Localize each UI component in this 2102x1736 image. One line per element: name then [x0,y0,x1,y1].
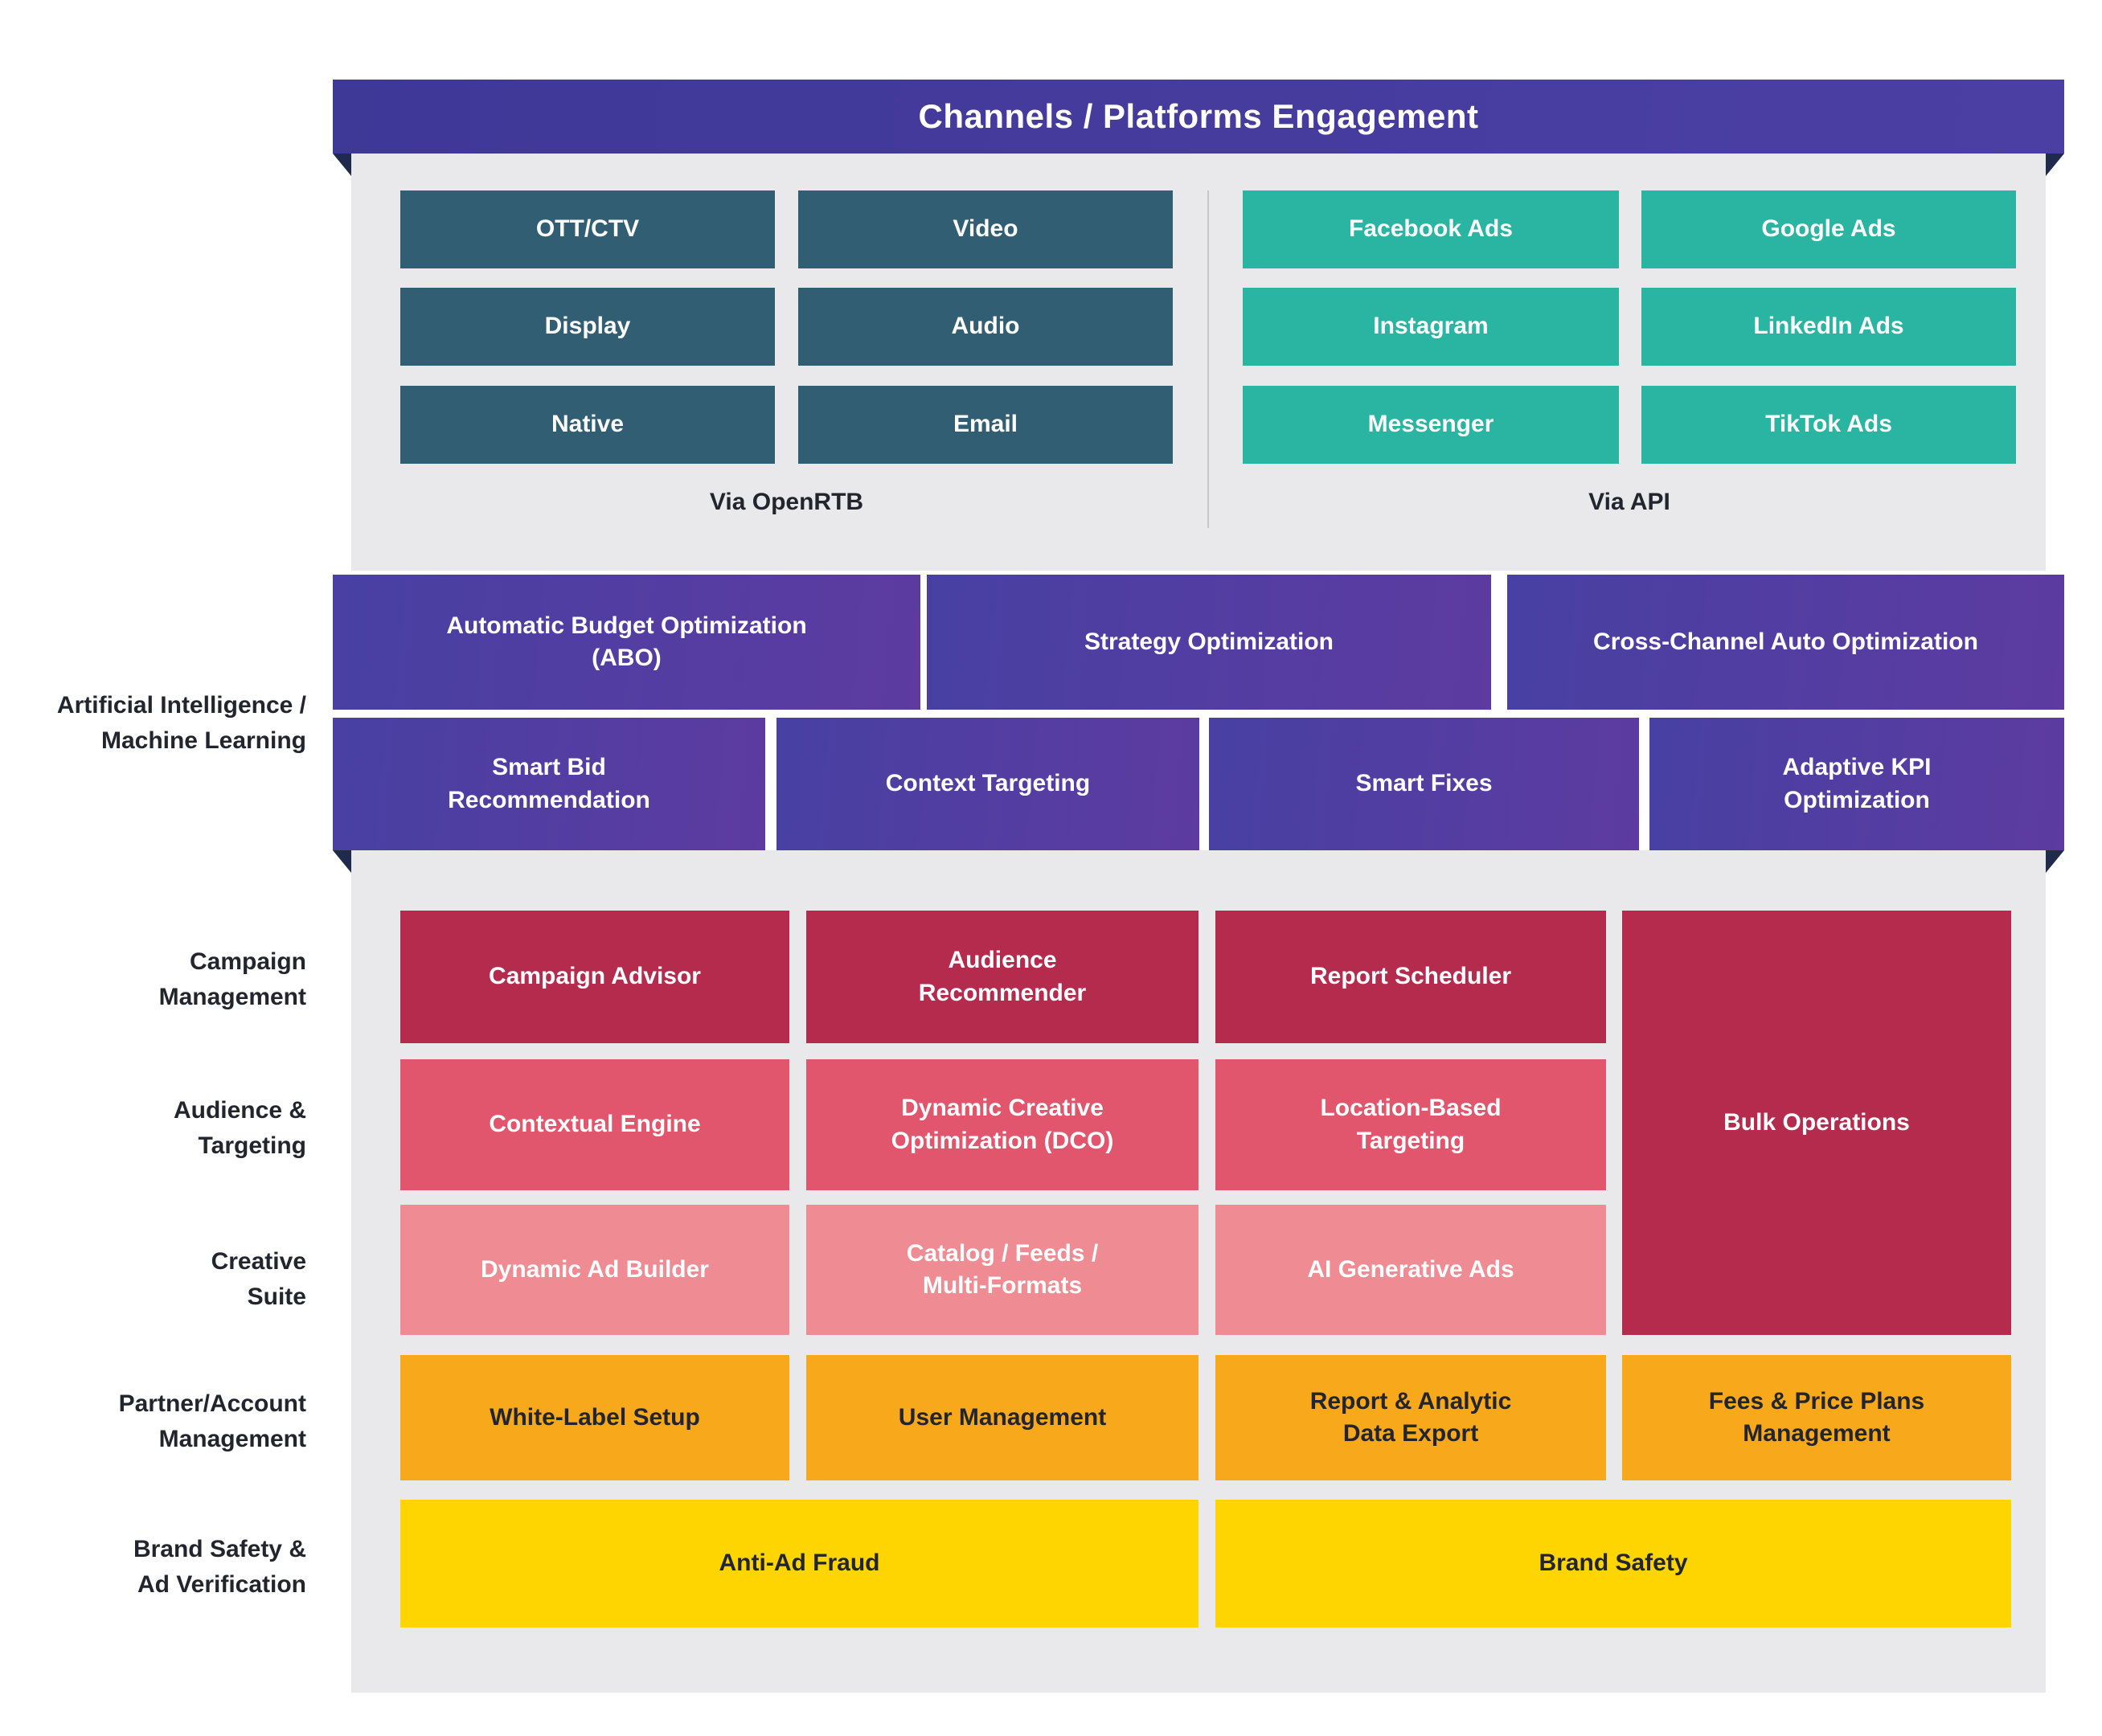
channel-box-label: OTT/CTV [535,215,640,243]
channel-box-label: Display [544,313,631,340]
feature-box-label: Audience Recommender [918,947,1087,1006]
ai-box-label: Adaptive KPI Optimization [1782,754,1932,813]
ai-box-label: Automatic Budget Optimization (ABO) [446,612,807,672]
feature-box-campaign-advisor: Campaign Advisor [400,911,789,1043]
ai-box-label: Strategy Optimization [1084,628,1334,655]
header-banner: Channels / Platforms Engagement [333,80,2064,154]
feature-box-label: Bulk Operations [1723,1108,1910,1136]
feature-box-label: Location-Based Targeting [1320,1095,1502,1154]
feature-box-label: Fees & Price Plans Management [1708,1387,1925,1447]
feature-box-white-label-setup: White-Label Setup [400,1355,789,1480]
feature-box-user-management: User Management [806,1355,1199,1480]
channel-box-native: Native [400,386,775,464]
feature-box-label: White-Label Setup [490,1403,700,1431]
section-label-partner-account: Partner/Account Management [118,1390,306,1452]
channel-box-messenger: Messenger [1243,386,1619,464]
section-label-brand-safety: Brand Safety & Ad Verification [133,1536,306,1598]
channel-box-ott-ctv: OTT/CTV [400,190,775,268]
channel-box-label: Facebook Ads [1349,215,1513,243]
feature-box-label: Report Scheduler [1309,963,1512,990]
group-divider [1207,190,1209,528]
feature-box-fees-price-plans: Fees & Price Plans Management [1622,1355,2011,1480]
ai-box-abo: Automatic Budget Optimization (ABO) [333,575,920,710]
channel-box-tiktok-ads: TikTok Ads [1641,386,2016,464]
ai-box-label: Smart Bid Recommendation [448,754,650,813]
feature-box-ai-generative-ads: AI Generative Ads [1215,1205,1606,1335]
channel-box-video: Video [798,190,1173,268]
ai-box-label: Cross-Channel Auto Optimization [1593,628,1978,655]
section-label-ai-ml: Artificial Intelligence / Machine Learni… [56,692,306,754]
ai-box-adaptive-kpi-optimization: Adaptive KPI Optimization [1649,718,2064,850]
page-title: Channels / Platforms Engagement [918,97,1479,135]
section-label-audience-targeting: Audience & Targeting [173,1097,306,1159]
feature-box-label: Dynamic Ad Builder [481,1255,709,1283]
ai-box-smart-fixes: Smart Fixes [1209,718,1639,850]
channel-box-email: Email [798,386,1173,464]
channel-box-label: Google Ads [1761,215,1896,243]
ai-box-smart-bid-recommendation: Smart Bid Recommendation [333,718,765,850]
channel-box-label: Messenger [1367,411,1494,438]
channel-box-label: Video [953,215,1018,243]
feature-box-label: Catalog / Feeds / Multi-Formats [906,1239,1099,1300]
feature-box-catalog-feeds: Catalog / Feeds / Multi-Formats [806,1205,1199,1335]
ribbon-fold-bottom-left [333,850,351,873]
via-api-label: Via API [1588,489,1670,515]
ai-box-strategy-optimization: Strategy Optimization [927,575,1491,710]
feature-box-label: Anti-Ad Fraud [719,1550,880,1577]
feature-box-report-scheduler: Report Scheduler [1215,911,1606,1043]
feature-box-label: Brand Safety [1539,1550,1688,1577]
feature-box-audience-recommender: Audience Recommender [806,911,1199,1043]
feature-box-label: User Management [898,1403,1107,1431]
ai-box-cross-channel-optimization: Cross-Channel Auto Optimization [1507,575,2064,710]
section-label-creative-suite: Creative Suite [211,1248,306,1310]
feature-box-location-based-targeting: Location-Based Targeting [1215,1059,1606,1190]
feature-box-dynamic-ad-builder: Dynamic Ad Builder [400,1205,789,1335]
feature-box-contextual-engine: Contextual Engine [400,1059,789,1190]
feature-box-bulk-operations: Bulk Operations [1622,911,2011,1335]
via-openrtb-label: Via OpenRTB [709,489,864,515]
feature-box-label: Contextual Engine [489,1111,701,1138]
ai-box-label: Smart Fixes [1355,770,1493,797]
feature-box-label: Campaign Advisor [489,963,701,990]
ribbon-fold-top-right [2046,154,2064,176]
channel-box-facebook-ads: Facebook Ads [1243,190,1619,268]
ai-box-label: Context Targeting [885,770,1091,797]
channel-box-google-ads: Google Ads [1641,190,2016,268]
channel-box-display: Display [400,288,775,366]
section-label-campaign-management: Campaign Management [158,948,306,1010]
ribbon-fold-top-left [333,154,351,176]
ribbon-fold-bottom-right [2046,850,2064,873]
feature-box-label: Report & Analytic Data Export [1309,1387,1512,1447]
ai-box-context-targeting: Context Targeting [776,718,1199,850]
channel-box-instagram: Instagram [1243,288,1619,366]
channel-box-audio: Audio [798,288,1173,366]
feature-box-brand-safety: Brand Safety [1215,1500,2011,1628]
feature-box-anti-ad-fraud: Anti-Ad Fraud [400,1500,1199,1628]
channel-box-label: Instagram [1373,313,1489,340]
channel-box-label: Audio [951,313,1020,340]
channel-box-label: TikTok Ads [1765,411,1892,438]
channel-box-label: LinkedIn Ads [1753,313,1904,340]
feature-box-report-analytic-export: Report & Analytic Data Export [1215,1355,1606,1480]
channel-box-label: Email [953,411,1018,438]
channel-box-label: Native [551,411,625,438]
feature-box-label: Dynamic Creative Optimization (DCO) [891,1095,1114,1154]
channel-box-linkedin-ads: LinkedIn Ads [1641,288,2016,366]
feature-box-dco: Dynamic Creative Optimization (DCO) [806,1059,1199,1190]
feature-box-label: AI Generative Ads [1307,1255,1514,1283]
